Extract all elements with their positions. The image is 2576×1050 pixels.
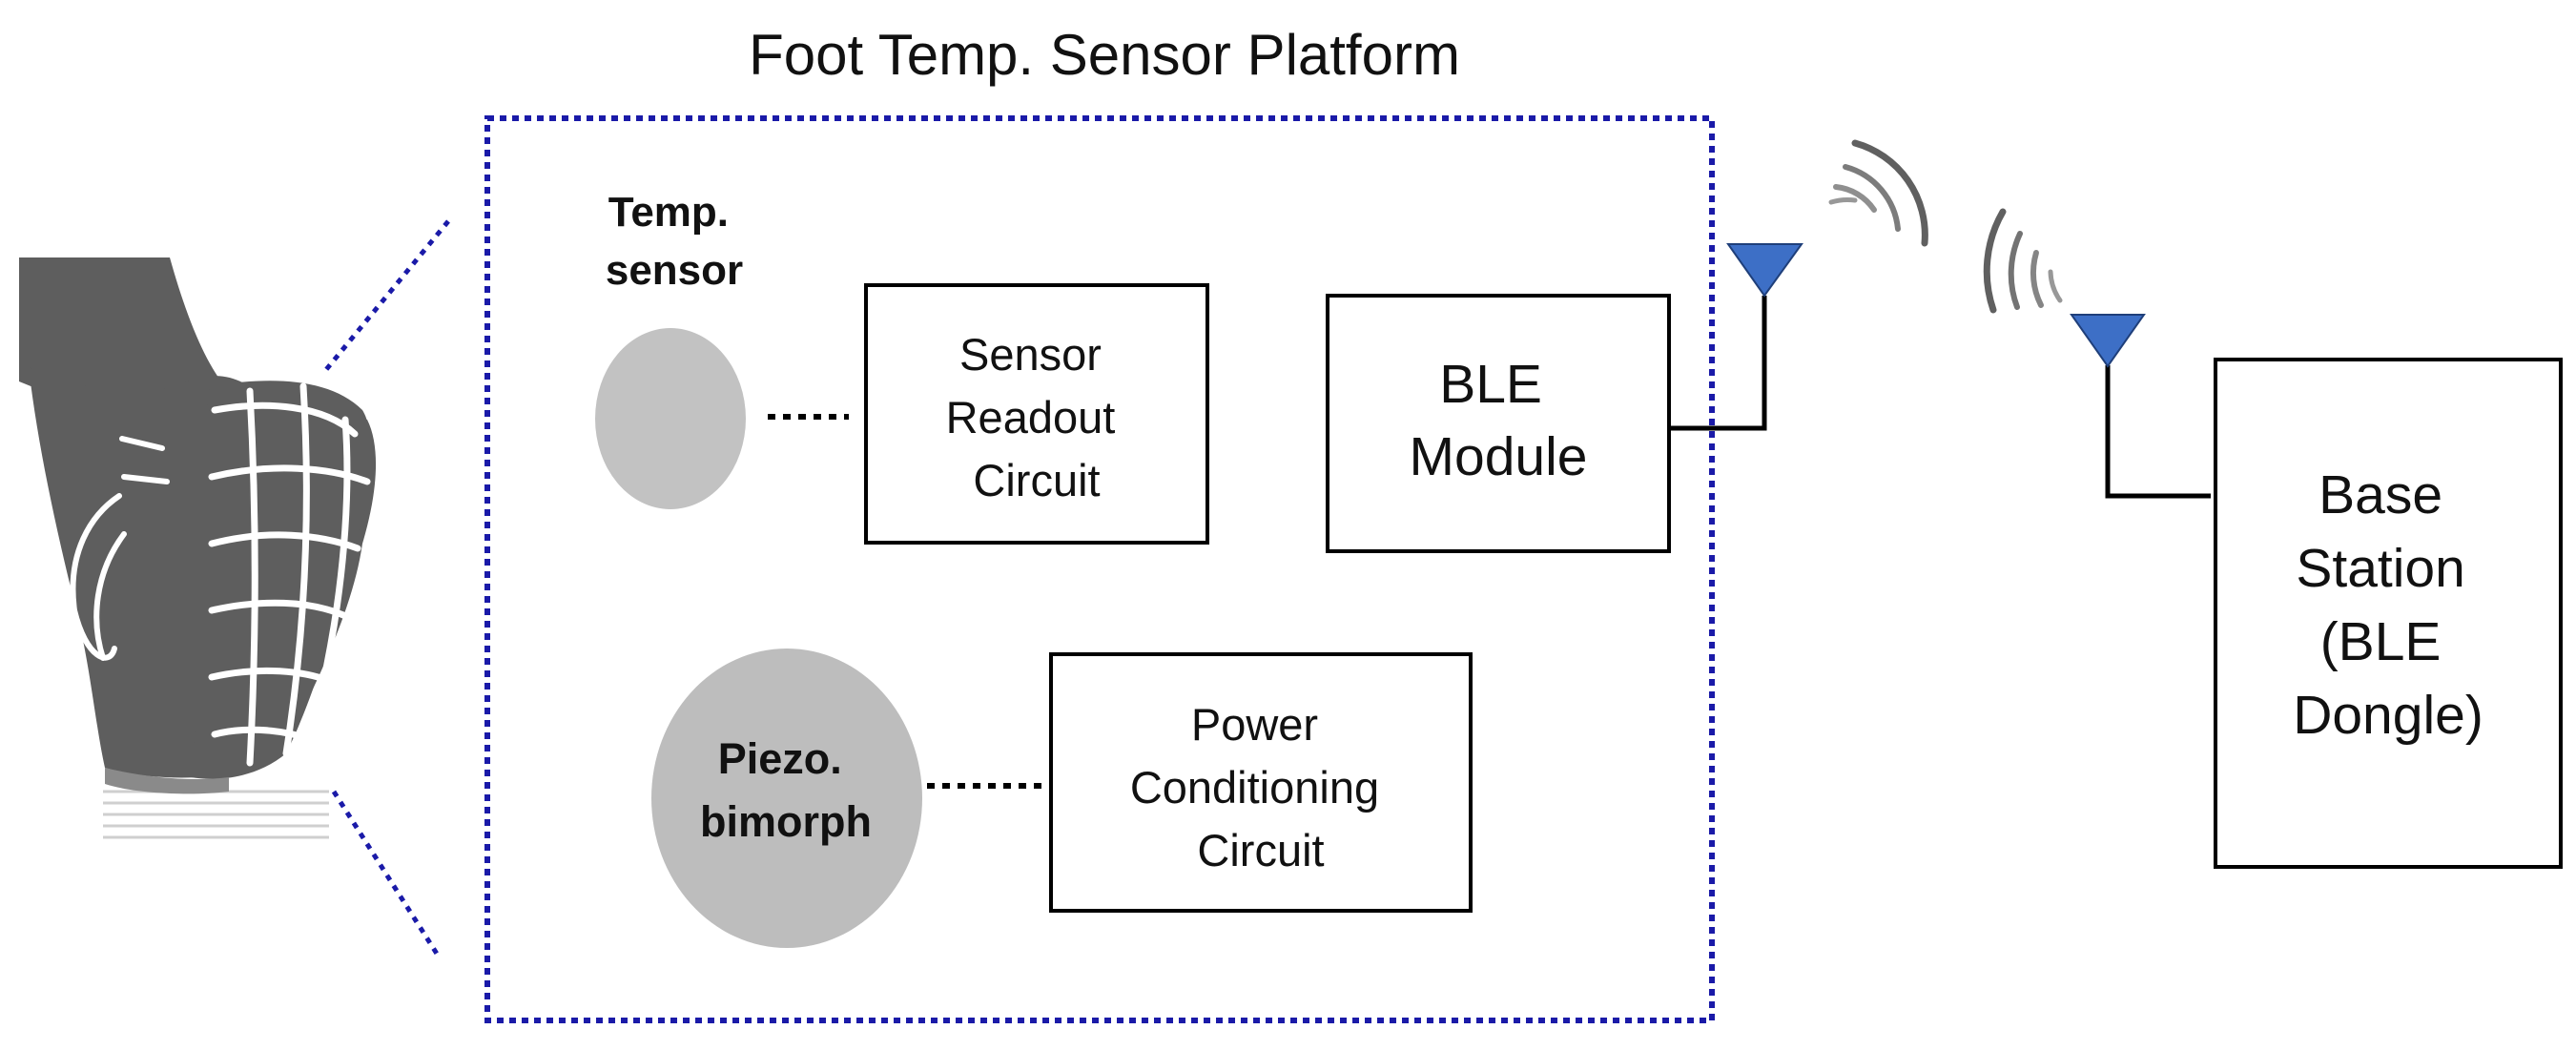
temp-sensor-circle	[595, 328, 746, 509]
base-station-box: Base Station (BLE Dongle)	[2214, 358, 2563, 869]
temp-sensor-label: Temp. sensor	[606, 189, 743, 294]
power-conditioning-circuit-box: Power Conditioning Circuit	[1049, 652, 1473, 913]
diagram-title: Foot Temp. Sensor Platform	[749, 23, 1460, 87]
svg-text:Sensor Readout Cir: Sensor Readout Circuit	[946, 329, 1128, 505]
zoom-line-top	[322, 219, 450, 374]
svg-text:Power Conditioning: Power Conditioning Circuit	[1130, 699, 1391, 875]
wireless-signal-icon	[1828, 139, 2063, 314]
antenna-icon	[1669, 243, 1803, 431]
ble-module-box: BLE Module	[1326, 294, 1671, 553]
svg-text:Piezo. bimorph: Piezo. bimorph	[700, 734, 872, 846]
svg-text:Base Station (BLE: Base Station (BLE Dongle)	[2293, 464, 2483, 746]
sensor-readout-circuit-box: Sensor Readout Circuit	[864, 283, 1209, 545]
piezo-bimorph-circle: Piezo. bimorph	[651, 649, 922, 948]
platform-boundary	[484, 115, 1715, 1023]
svg-text:BLE Module: BLE Module	[1410, 354, 1588, 487]
zoom-line-bottom	[331, 790, 440, 956]
antenna-icon	[2070, 314, 2211, 499]
shoe-icon	[19, 257, 377, 839]
